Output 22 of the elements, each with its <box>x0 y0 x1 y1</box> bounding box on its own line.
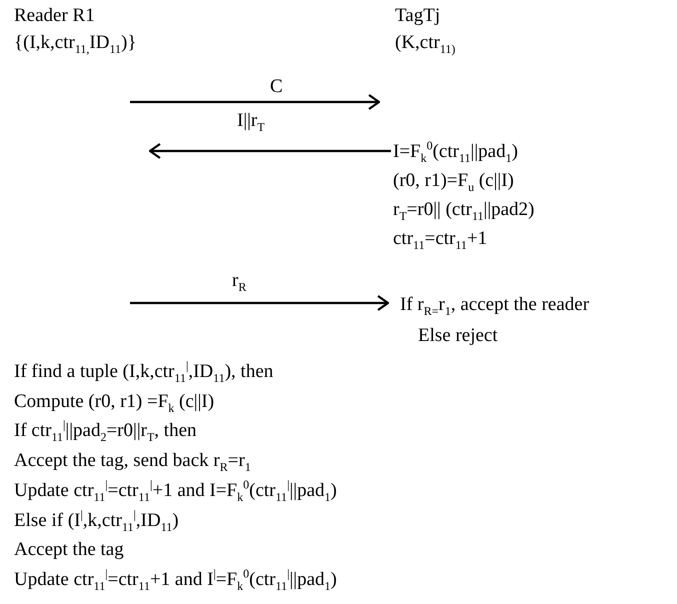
procedure-step: Accept the tag <box>14 536 124 564</box>
procedure-step: Accept the tag, send back r$_{R}$=r$_{1}$ <box>14 447 251 476</box>
computation-step: If r$_{R=}$r$_{1}$, accept the reader <box>400 289 590 320</box>
participant-state: (K,ctr$_{11)}$ <box>395 31 456 56</box>
procedure-step: If find a tuple (I,k,ctr$_{11}$$^{|}$,ID$_{11}$), then <box>14 358 274 386</box>
message-arrow <box>148 142 391 160</box>
procedure-step: Update ctr$_{11}$$^{|}$=ctr$_{11}$$^{|}$+1 and I=F$_{k}$$^{0}$(ctr$_{11}$$^{|}$||pad$_{1}$) <box>14 476 337 505</box>
procedure-step: Else if (I$^{|}$,k,ctr$_{11}$$^{|}$,ID$_{11}$) <box>14 506 179 534</box>
procedure-step: If ctr$_{11}$$^{|}$||pad$_{2}$=r0||r$_{T}$, then <box>14 417 197 446</box>
procedure-step: Update ctr$_{11}$$^{|}$=ctr$_{11}$+1 and I$^{|}$=F$_{k}$$^{0}$(ctr$_{11}$$^{|}$||pad$_{1}$) <box>14 566 337 594</box>
participant-heading: TagTj <box>395 4 440 28</box>
procedure-step: Compute (r0, r1) =F$_{k}$ (c||I) <box>14 388 214 416</box>
edge-label: I||r$_{T}$ <box>235 110 267 132</box>
message-arrow <box>130 294 390 312</box>
participant-heading: Reader R1 <box>14 4 95 28</box>
participant-state: {(I,k,ctr$_{11,}$ID$_{11}$)} <box>14 31 136 56</box>
computation-step: (r0, r1)=F$_{u}$ (c||I) <box>393 166 514 195</box>
message-arrow <box>130 94 380 110</box>
computation-step: ctr$_{11}$=ctr$_{11}$+1 <box>393 224 488 253</box>
computation-step: Else reject <box>418 320 498 351</box>
computation-step: I=F$_{k}$$^{0}$(ctr$_{11}$||pad$_{1}$) <box>393 137 518 166</box>
computation-step: r$_{T}$=r0|| (ctr$_{11}$||pad2) <box>393 195 534 224</box>
